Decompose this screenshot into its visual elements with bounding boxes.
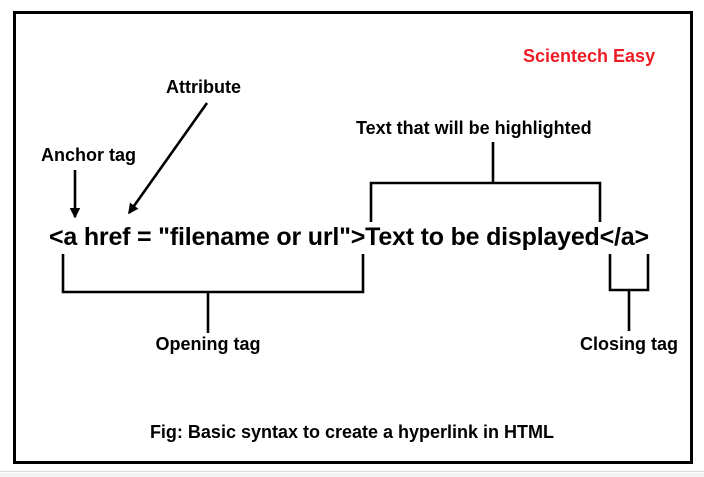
highlighted-text-label: Text that will be highlighted (356, 118, 592, 138)
brand-watermark: Scientech Easy (523, 46, 656, 66)
closing-tag-label: Closing tag (580, 334, 678, 354)
diagram-frame (13, 11, 693, 464)
attribute-label: Attribute (166, 77, 241, 97)
figure-caption: Fig: Basic syntax to create a hyperlink … (149, 422, 555, 442)
page-divider-line (0, 471, 704, 472)
opening-tag-label: Opening tag (155, 334, 261, 354)
hyperlink-code-syntax: <a href = "filename or url">Text to be d… (49, 223, 649, 251)
page-bottom-band (0, 473, 704, 477)
anchor-tag-label: Anchor tag (41, 145, 137, 165)
